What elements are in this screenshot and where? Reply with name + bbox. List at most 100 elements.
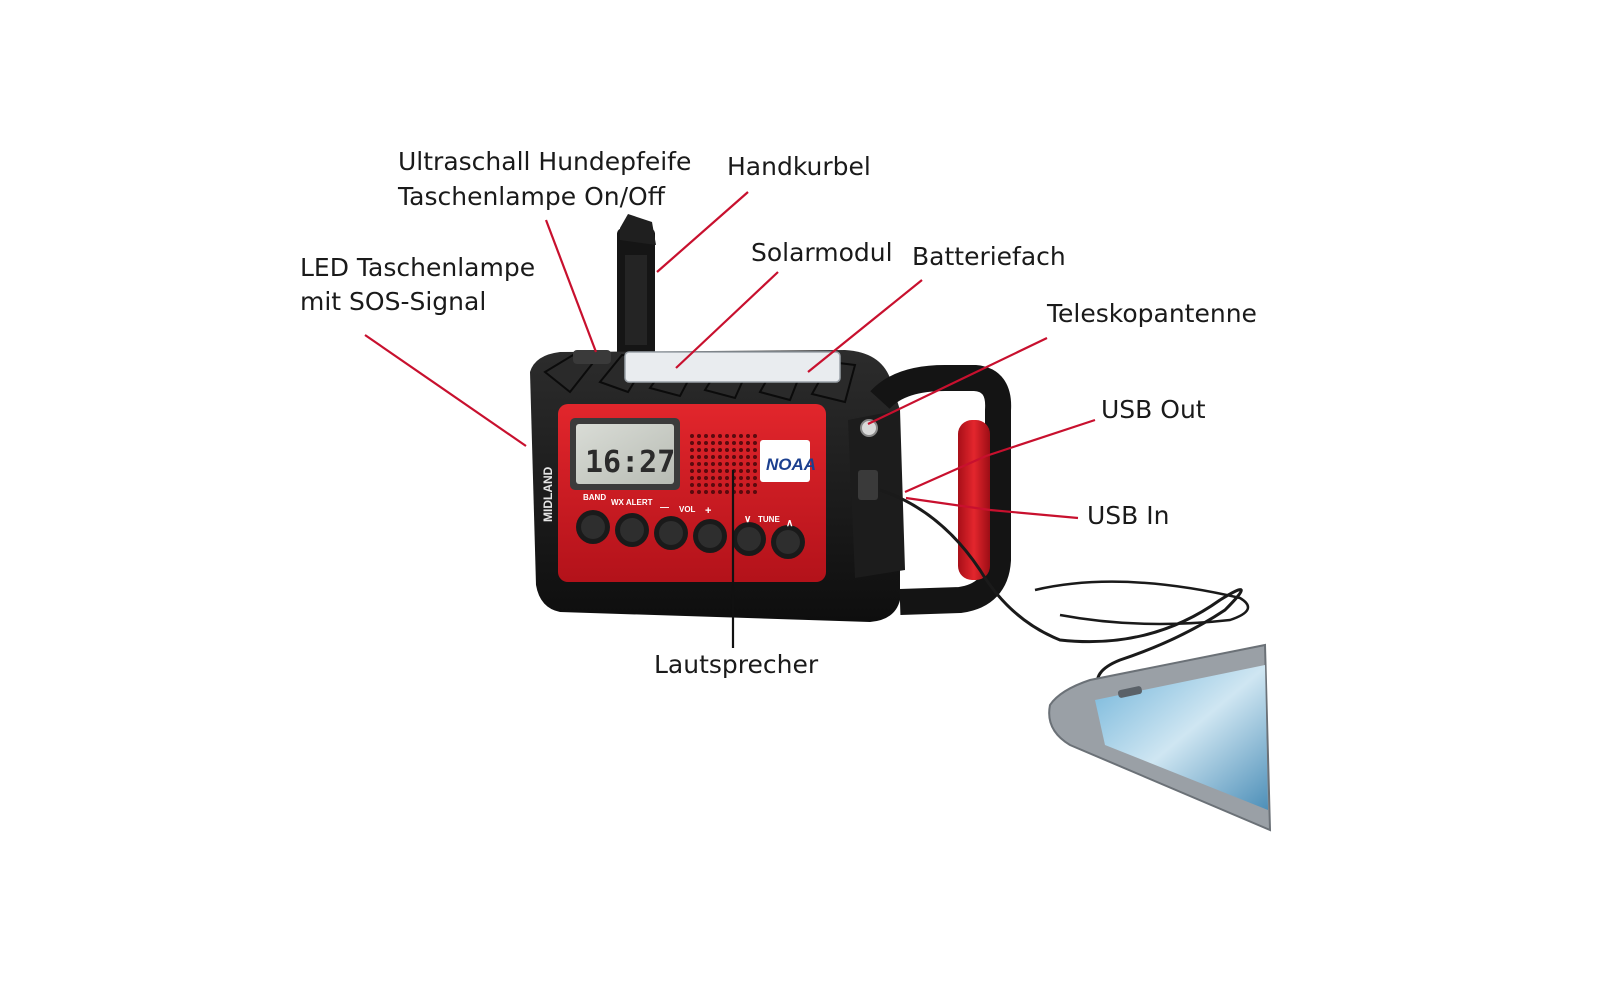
- leader-usb-in: [989, 508, 1079, 520]
- speaker-hole: [732, 462, 736, 466]
- label-up: ∧: [786, 518, 793, 529]
- leader-crank: [656, 191, 749, 273]
- speaker-hole: [746, 483, 750, 487]
- button-row: [576, 510, 805, 559]
- smartphone: [1048, 643, 1272, 832]
- speaker-hole: [718, 469, 722, 473]
- handle-grip: [958, 420, 990, 580]
- speaker-hole: [711, 455, 715, 459]
- speaker-hole: [690, 476, 694, 480]
- callout-antenna: Teleskopantenne: [1047, 299, 1257, 328]
- speaker-hole: [746, 490, 750, 494]
- label-vol: VOL: [679, 505, 696, 514]
- speaker-hole: [704, 476, 708, 480]
- volume-up-button-face: [698, 524, 722, 548]
- speaker-hole: [718, 448, 722, 452]
- noaa-badge-bg: [760, 440, 810, 482]
- speaker-hole: [739, 448, 743, 452]
- speaker-hole: [697, 490, 701, 494]
- speaker-hole: [753, 483, 757, 487]
- speaker-hole: [704, 462, 708, 466]
- callout-usb-in: USB In: [1087, 501, 1170, 530]
- leader-usb-out-2: [904, 454, 987, 494]
- speaker-hole: [690, 483, 694, 487]
- tune-down-button-face: [737, 527, 761, 551]
- speaker-hole: [718, 483, 722, 487]
- power-button-face: [581, 515, 605, 539]
- callout-speaker: Lautsprecher: [654, 650, 819, 679]
- mode-button-face: [620, 518, 644, 542]
- speaker-hole: [718, 434, 722, 438]
- speaker-hole: [725, 469, 729, 473]
- leader-solar: [675, 271, 779, 369]
- speaker-hole: [732, 434, 736, 438]
- speaker-hole: [718, 490, 722, 494]
- speaker-hole: [732, 455, 736, 459]
- speaker-hole: [746, 469, 750, 473]
- speaker-hole: [725, 448, 729, 452]
- usb-cable: [879, 488, 1243, 691]
- speaker-hole: [739, 469, 743, 473]
- speaker-hole: [753, 490, 757, 494]
- speaker-hole: [697, 434, 701, 438]
- speaker-hole: [725, 476, 729, 480]
- speaker-hole: [697, 455, 701, 459]
- speaker-hole: [690, 469, 694, 473]
- speaker-hole: [739, 476, 743, 480]
- leader-whistle: [544, 219, 598, 353]
- speaker-hole: [697, 483, 701, 487]
- speaker-hole: [739, 462, 743, 466]
- speaker-hole: [711, 490, 715, 494]
- speaker-hole: [704, 434, 708, 438]
- speaker-hole: [746, 448, 750, 452]
- speaker-hole: [704, 483, 708, 487]
- speaker-hole: [739, 490, 743, 494]
- speaker-hole: [690, 462, 694, 466]
- flashlight-button: [573, 350, 611, 364]
- leader-led: [364, 334, 527, 447]
- lcd-time: 16:27: [585, 445, 675, 480]
- speaker-hole: [725, 462, 729, 466]
- speaker-hole: [711, 441, 715, 445]
- leader-antenna: [867, 337, 1048, 425]
- speaker-hole: [746, 434, 750, 438]
- leader-usb-in-2: [905, 496, 991, 512]
- speaker-hole: [718, 455, 722, 459]
- callout-solar: Solarmodul: [751, 238, 893, 267]
- speaker-grill: [690, 434, 757, 494]
- noaa-text: NOAA: [766, 455, 816, 474]
- label-band: BAND: [583, 493, 606, 502]
- volume-down-button-face: [659, 521, 683, 545]
- solar-panel: [624, 351, 841, 383]
- antenna-tip: [860, 419, 878, 437]
- callout-led-line2: mit SOS-Signal: [300, 287, 487, 316]
- speaker-hole: [746, 476, 750, 480]
- speaker-hole: [704, 441, 708, 445]
- label-minus: —: [660, 502, 669, 512]
- speaker-hole: [725, 490, 729, 494]
- speaker-hole: [690, 455, 694, 459]
- speaker-hole: [697, 448, 701, 452]
- leader-lines: [364, 191, 1096, 648]
- speaker-hole: [739, 483, 743, 487]
- speaker-hole: [732, 441, 736, 445]
- callout-whistle-line1: Ultraschall Hundepfeife: [398, 147, 692, 176]
- speaker-hole: [704, 455, 708, 459]
- speaker-hole: [753, 434, 757, 438]
- speaker-hole: [732, 448, 736, 452]
- speaker-hole: [711, 483, 715, 487]
- speaker-hole: [746, 462, 750, 466]
- speaker-hole: [739, 441, 743, 445]
- speaker-hole: [697, 441, 701, 445]
- label-wx-alert: WX ALERT: [611, 498, 653, 507]
- radio-body: [530, 350, 1012, 622]
- speaker-hole: [697, 476, 701, 480]
- speaker-hole: [711, 462, 715, 466]
- speaker-hole: [725, 455, 729, 459]
- leader-usb-out: [985, 418, 1096, 458]
- speaker-hole: [725, 441, 729, 445]
- brand-logo: MIDLAND: [541, 466, 555, 522]
- speaker-hole: [746, 455, 750, 459]
- speaker-hole: [725, 483, 729, 487]
